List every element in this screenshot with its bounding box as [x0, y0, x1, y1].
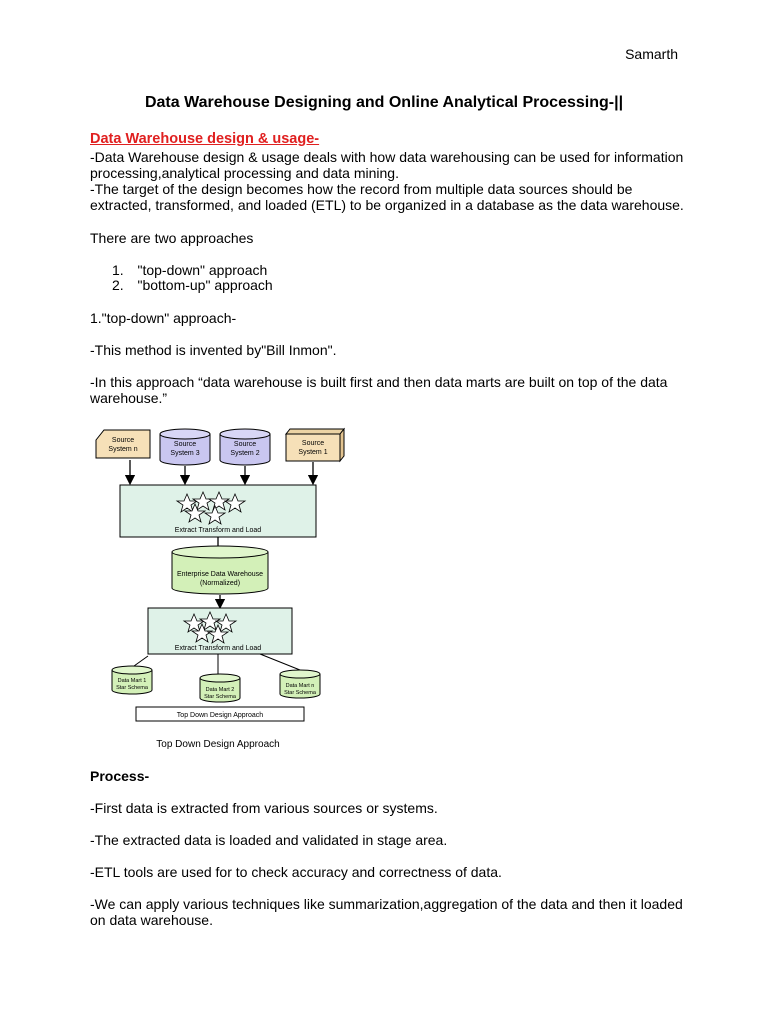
box-top	[284, 428, 346, 435]
etl-box-2: Extract Transform and Load	[147, 607, 293, 655]
approach-item-number: 2.	[112, 277, 124, 293]
star-icon	[214, 612, 238, 633]
etl-box	[147, 607, 293, 655]
source-label-line1: Source	[234, 441, 256, 448]
db-body	[199, 678, 241, 703]
intro-p1-line1: -Data Warehouse design & usage deals wit…	[90, 149, 684, 165]
star-icon	[182, 612, 206, 633]
approaches-intro: There are two approaches	[90, 230, 254, 246]
approach-item-number: 1.	[112, 262, 124, 278]
approach-item: 1. "top-down" approach	[112, 262, 267, 278]
box-side	[339, 427, 345, 463]
mart-label-line1: Data Mart 1	[118, 678, 147, 684]
db-body	[159, 434, 211, 466]
db-body	[171, 552, 269, 595]
title-box	[135, 706, 305, 722]
diagram-caption: Top Down Design Approach	[156, 739, 279, 750]
process-heading: Process-	[90, 768, 150, 784]
star-icon	[190, 622, 214, 643]
mart-label-line1: Data Mart 2	[206, 687, 235, 693]
top-down-diagram: Source System n Source System 3 Source S…	[90, 418, 350, 758]
process-p4-line1: -We can apply various techniques like su…	[90, 896, 683, 912]
db-top	[219, 428, 271, 440]
db-body	[279, 674, 321, 699]
intro-p2-line2: extracted, transformed, and loaded (ETL)…	[90, 197, 684, 213]
star-icon	[206, 623, 230, 644]
source-label-line2: System 2	[230, 450, 259, 457]
diagram-title-box: Top Down Design Approach	[135, 706, 305, 722]
topdown-desc-line2: warehouse.”	[90, 390, 168, 406]
approach-item: 2. "bottom-up" approach	[112, 277, 273, 293]
source-system-1: Source System 1	[284, 427, 346, 463]
source-label-line2: System 3	[170, 450, 199, 457]
etl-label: Extract Transform and Load	[175, 527, 261, 534]
db-top	[199, 673, 241, 683]
approach-item-text: "top-down" approach	[137, 262, 268, 278]
data-mart-n: Data Mart n Star Schema	[279, 669, 321, 699]
mart-label-line1: Data Mart n	[286, 683, 315, 689]
star-icon	[198, 610, 222, 631]
etl-label: Extract Transform and Load	[175, 645, 261, 652]
mart-label-line2: Star Schema	[204, 694, 237, 700]
star-icon	[223, 492, 247, 513]
source-label-line1: Source	[302, 440, 324, 447]
intro-p2-line1: -The target of the design becomes how th…	[90, 181, 633, 197]
data-mart-1: Data Mart 1 Star Schema	[111, 665, 153, 695]
topdown-invented: -This method is invented by"Bill Inmon".	[90, 342, 337, 358]
db-body	[111, 670, 153, 695]
approach-item-text: "bottom-up" approach	[137, 277, 273, 293]
star-icon	[207, 490, 231, 511]
star-icon	[175, 492, 199, 513]
db-top	[111, 665, 153, 675]
etl-box-1: Extract Transform and Load	[119, 484, 317, 538]
db-body	[219, 434, 271, 466]
source-label-line1: Source	[112, 437, 134, 444]
source-system-n: Source System n	[95, 429, 151, 459]
author-name: Samarth	[625, 46, 678, 62]
diagram-svg: Source System n Source System 3 Source S…	[95, 427, 346, 750]
db-top	[279, 669, 321, 679]
star-icon	[183, 502, 207, 523]
source-paper-shape	[95, 429, 151, 459]
process-p3: -ETL tools are used for to check accurac…	[90, 864, 502, 880]
source-system-3: Source System 3	[159, 428, 211, 466]
edw-label-line2: (Normalized)	[200, 580, 240, 587]
db-top	[171, 545, 269, 559]
mart-label-line2: Star Schema	[284, 690, 317, 696]
box-front	[285, 433, 341, 462]
connector-line	[133, 655, 149, 667]
source-label-line1: Source	[174, 441, 196, 448]
title-box-label: Top Down Design Approach	[177, 712, 263, 719]
process-p1: -First data is extracted from various so…	[90, 800, 438, 816]
source-label-line2: System 1	[298, 449, 327, 456]
process-p2: -The extracted data is loaded and valida…	[90, 832, 448, 848]
process-p4-line2: on data warehouse.	[90, 912, 213, 928]
source-system-2: Source System 2	[219, 428, 271, 466]
enterprise-data-warehouse: Enterprise Data Warehouse (Normalized)	[171, 545, 269, 595]
db-top	[159, 428, 211, 440]
topdown-desc-line1: -In this approach “data warehouse is bui…	[90, 374, 668, 390]
star-icon	[203, 504, 227, 525]
mart-label-line2: Star Schema	[116, 685, 149, 691]
edw-label-line1: Enterprise Data Warehouse	[177, 571, 263, 578]
page-title: Data Warehouse Designing and Online Anal…	[144, 94, 624, 111]
section-heading: Data Warehouse design & usage-	[90, 131, 320, 147]
data-mart-2: Data Mart 2 Star Schema	[199, 673, 241, 703]
connector-line	[259, 653, 301, 671]
source-label-line2: System n	[108, 446, 137, 453]
intro-p1-line2: processing,analytical processing and dat…	[90, 165, 399, 181]
topdown-heading: 1."top-down" approach-	[90, 310, 237, 326]
